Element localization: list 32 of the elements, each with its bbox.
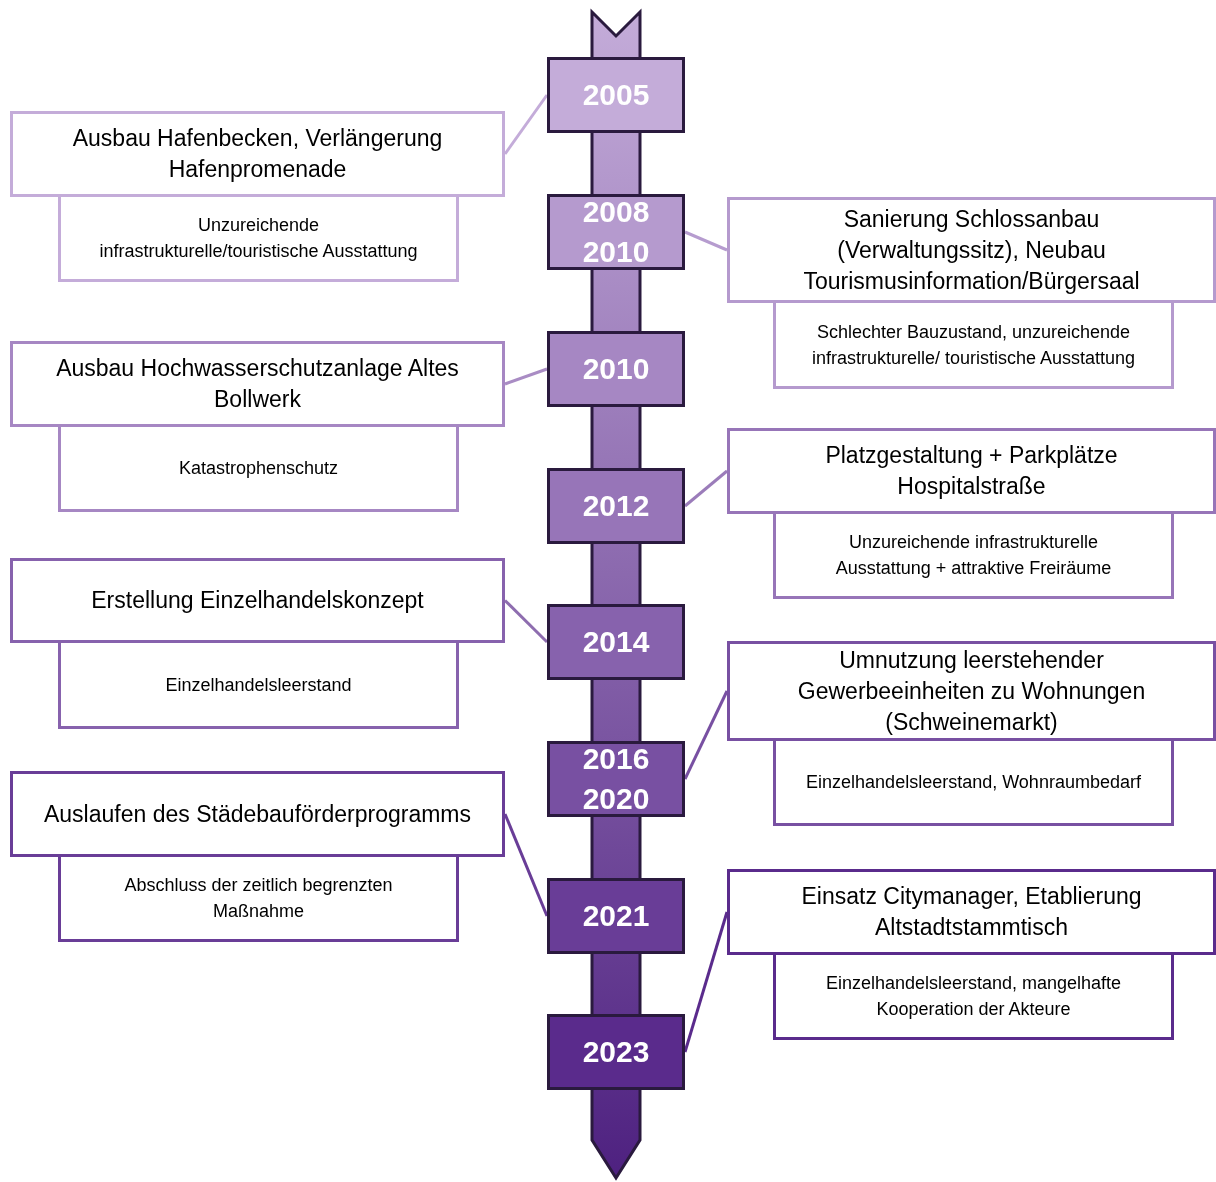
event-detail-box: Einzelhandelsleerstand, mangelhafte Kooperation der Akteure (773, 952, 1174, 1040)
event-title-box: Ausbau Hochwasserschutzanlage Altes Bollwerk (10, 341, 505, 427)
event-title-box: Ausbau Hafenbecken, Verlängerung Hafenpromenade (10, 111, 505, 197)
leader-line (684, 230, 728, 252)
event-title-box: Sanierung Schlossanbau (Verwaltungssitz), Neubau Tourismusinformation/Bürgersaal (727, 197, 1216, 303)
year-box: 2005 (547, 57, 685, 133)
year-box: 2014 (547, 604, 685, 680)
event-detail-box: Schlechter Bauzustand, unzureichende infrastrukturelle/ touristische Ausstattung (773, 300, 1174, 389)
event-title-box: Platzgestaltung + Parkplätze Hospitalstraße (727, 428, 1216, 514)
leader-line (683, 690, 729, 780)
leader-line (503, 94, 549, 155)
leader-line (504, 367, 548, 386)
leader-line (683, 911, 729, 1053)
event-detail-box: Unzureichende infrastrukturelle/touristische Ausstattung (58, 194, 459, 282)
event-detail-box: Einzelhandelsleerstand, Wohnraumbedarf (773, 738, 1174, 826)
event-detail-box: Katastrophenschutz (58, 424, 459, 512)
year-box: 2008 2010 (547, 194, 685, 270)
leader-line (503, 599, 549, 644)
leader-line (503, 813, 549, 917)
event-detail-box: Unzureichende infrastrukturelle Ausstattung + attraktive Freiräume (773, 511, 1174, 599)
event-title-box: Einsatz Citymanager, Etablierung Altstadtstammtisch (727, 869, 1216, 955)
year-box: 2023 (547, 1014, 685, 1090)
event-title-box: Umnutzung leerstehender Gewerbeeinheiten zu Wohnungen (Schweinemarkt) (727, 641, 1216, 741)
event-title-box: Auslaufen des Städebauförderprogramms (10, 771, 505, 857)
year-box: 2010 (547, 331, 685, 407)
year-box: 2021 (547, 878, 685, 954)
event-detail-box: Abschluss der zeitlich begrenzten Maßnahme (58, 854, 459, 942)
event-title-box: Erstellung Einzelhandelskonzept (10, 558, 505, 643)
event-detail-box: Einzelhandelsleerstand (58, 640, 459, 729)
year-box: 2012 (547, 468, 685, 544)
leader-line (684, 469, 728, 508)
year-box: 2016 2020 (547, 741, 685, 817)
